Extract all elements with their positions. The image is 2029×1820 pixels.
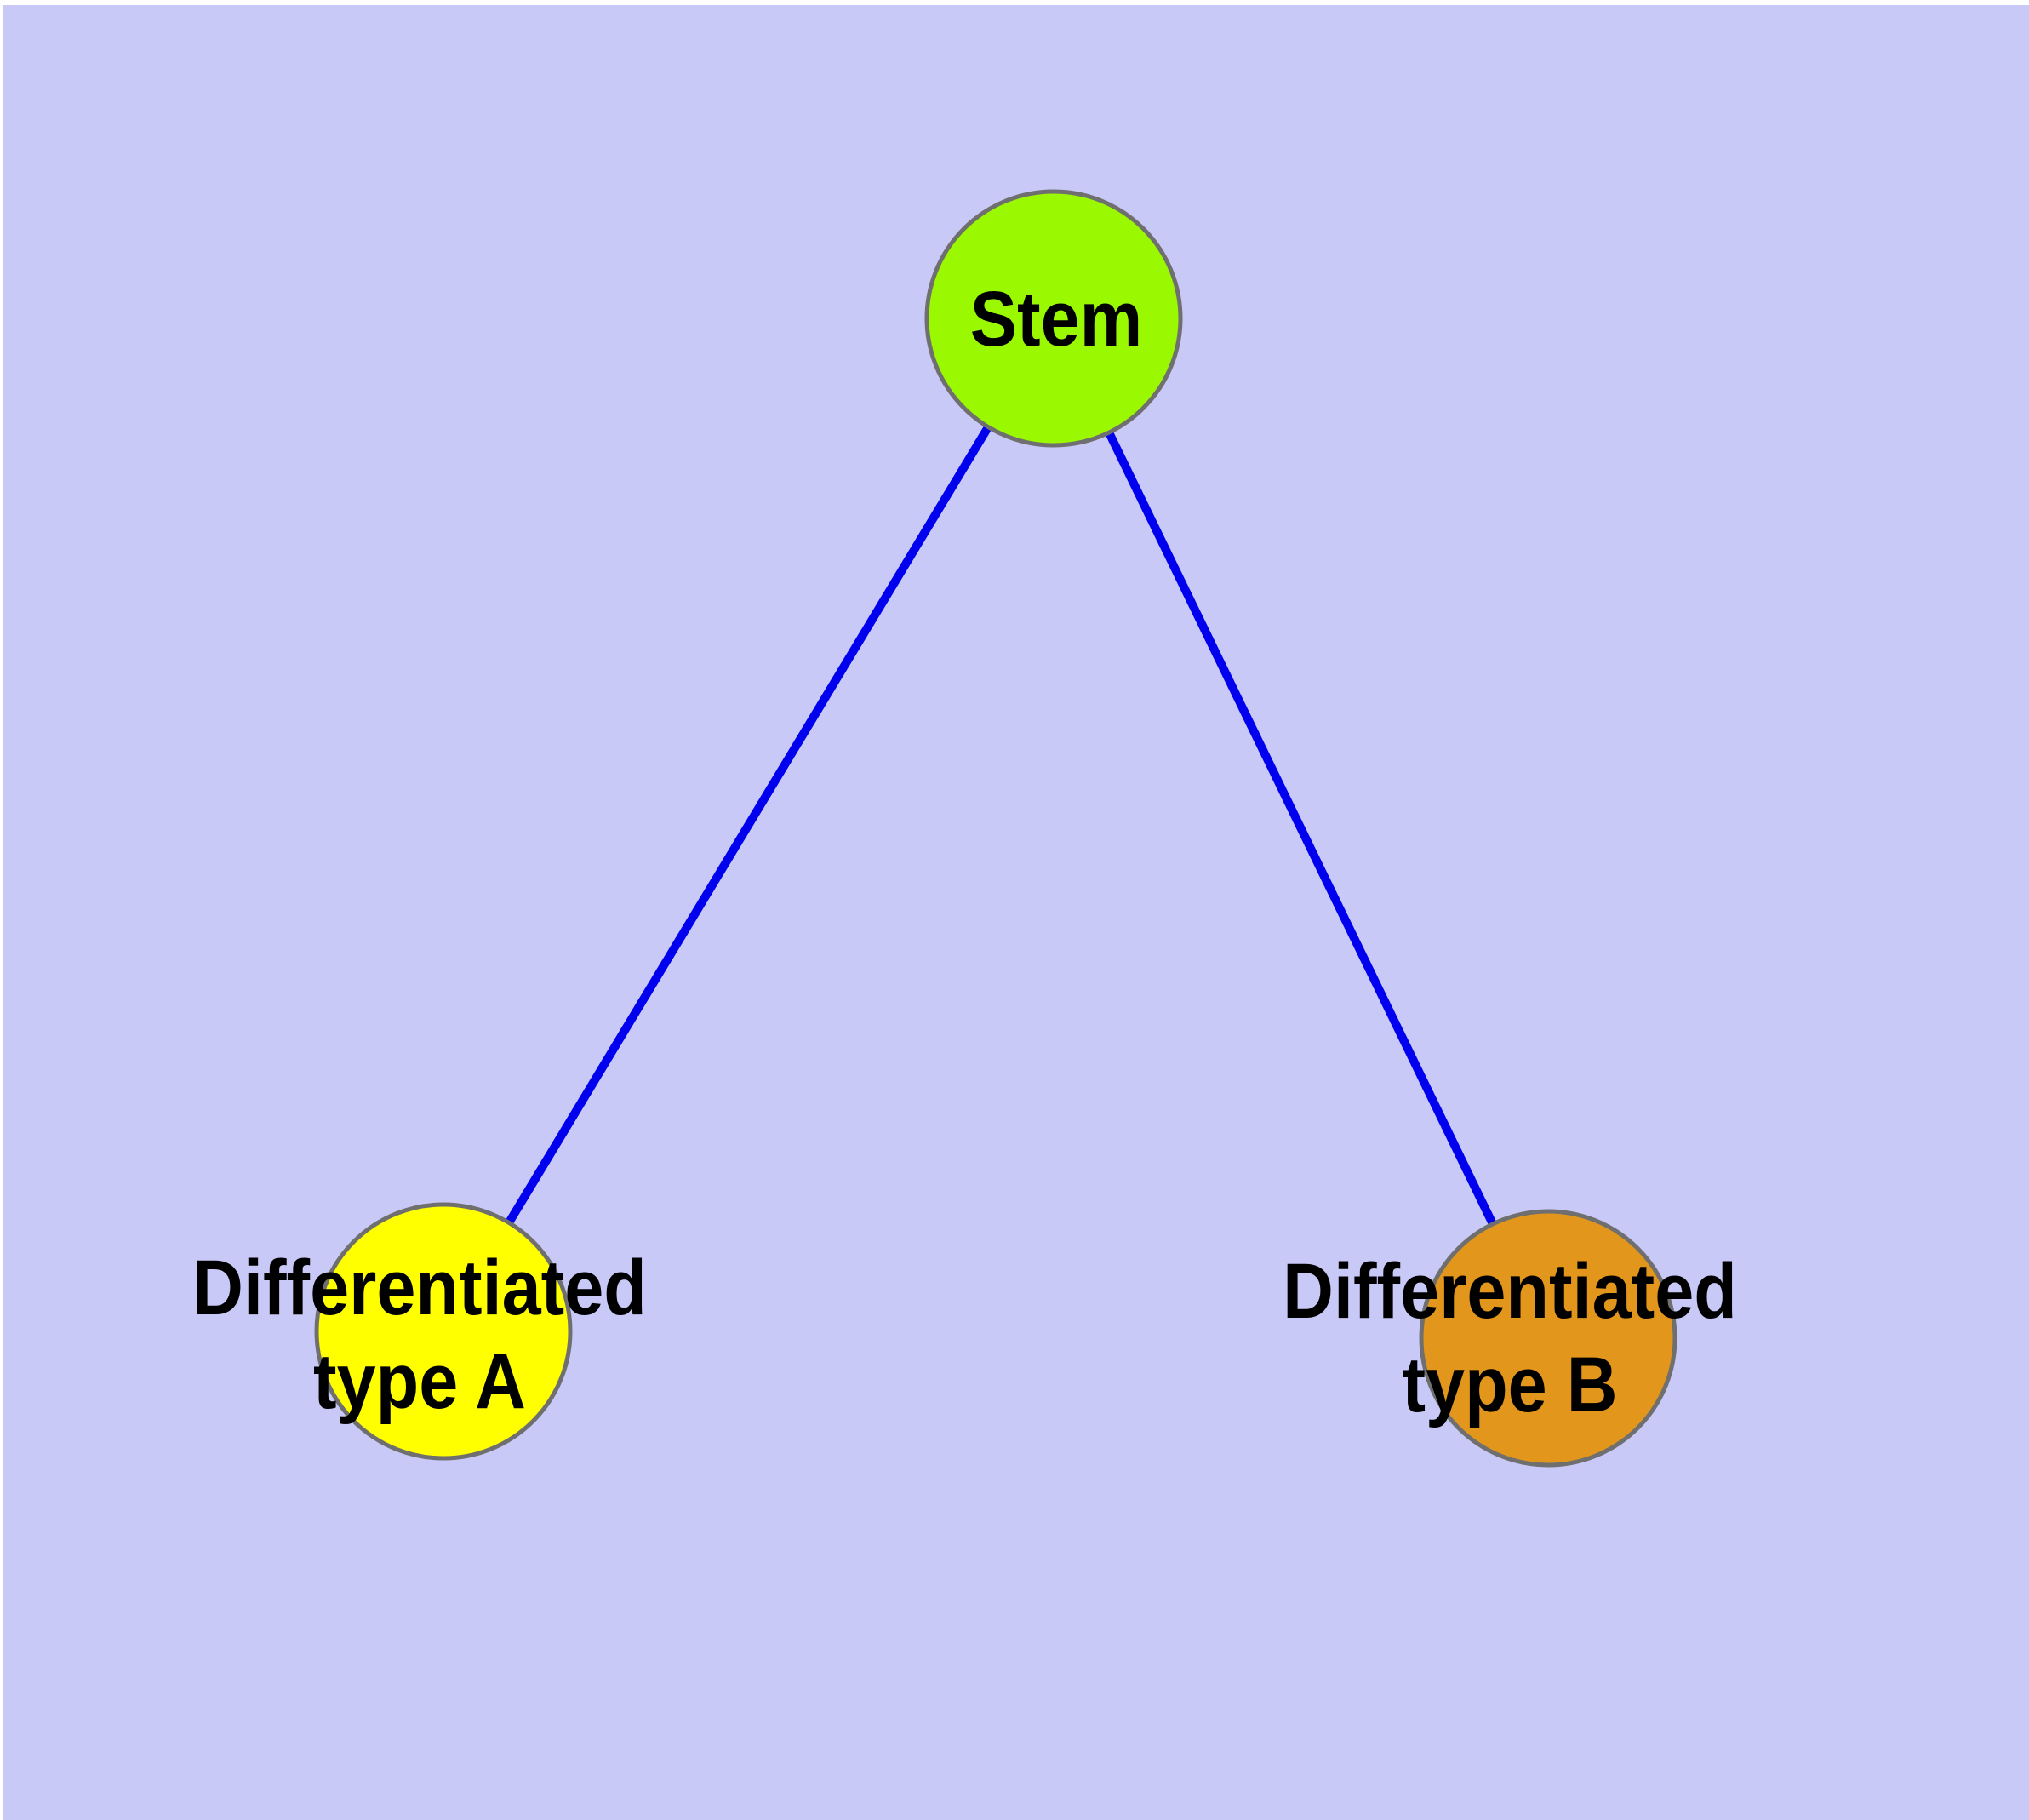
edge-stem-to-differentiated-type-b <box>1049 316 1552 1341</box>
edge-stem-to-differentiated-type-a <box>439 316 1058 1334</box>
node-differentiated-type-b-circle <box>1419 1209 1677 1468</box>
node-differentiated-type-a-circle <box>314 1202 573 1461</box>
node-stem-circle <box>924 189 1183 448</box>
